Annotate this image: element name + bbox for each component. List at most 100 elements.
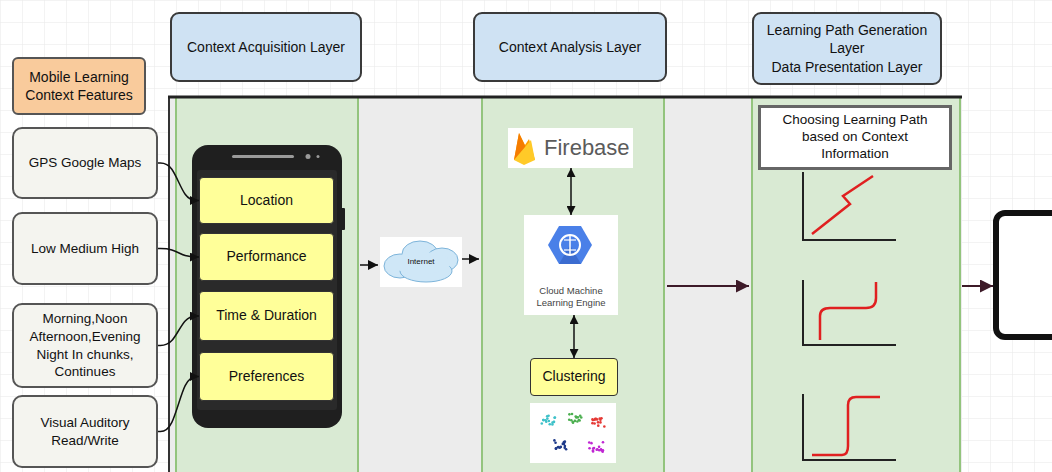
- ml-engine-card: [524, 215, 618, 315]
- ml-engine-icon: [548, 226, 592, 264]
- cluster-dot: [542, 419, 545, 422]
- context-slot: Location: [199, 177, 334, 224]
- cluster-dot: [593, 422, 596, 425]
- node-text: Low Medium High: [19, 240, 151, 258]
- context-feature-box: Visual Auditory Read/Write: [12, 395, 158, 468]
- cluster-dot: [595, 418, 598, 421]
- firebase-box: Firebase: [508, 128, 633, 168]
- node-text: Data Presentation Layer: [762, 58, 932, 76]
- cluster-dot: [597, 421, 600, 424]
- cluster-dot: [594, 418, 597, 421]
- cluster-dot: [597, 424, 600, 427]
- node-text: Cloud Machine Learning Engine: [527, 285, 615, 309]
- cluster-dot: [590, 442, 593, 445]
- firebase-flame: [514, 133, 535, 165]
- cluster-dot: [571, 421, 574, 424]
- node-text: Mobile Learning Context Features: [20, 68, 138, 104]
- phone-speaker: [232, 155, 294, 158]
- cluster-dot: [577, 416, 580, 419]
- cluster-dot: [588, 447, 591, 450]
- features-title-box: Mobile Learning Context Features: [12, 57, 146, 115]
- cluster-dot: [596, 418, 599, 421]
- ml-engine-box: Cloud Machine Learning Engine: [524, 215, 618, 315]
- cluster-dot: [554, 441, 557, 444]
- phone-body: [192, 145, 342, 428]
- phone-side-button: [341, 208, 345, 230]
- context-feature-box: Morning,Noon Afternoon,Evening Night In …: [12, 303, 158, 388]
- cluster-dot: [598, 446, 601, 449]
- path-choice-box: Choosing Learning Path based on Context …: [758, 105, 952, 170]
- cluster-dot: [568, 413, 571, 416]
- node-text: Visual Auditory Read/Write: [19, 414, 151, 449]
- drawing-part: [380, 237, 462, 287]
- node-text: Context Acquisition Layer: [180, 38, 352, 56]
- cluster-dot: [548, 423, 551, 426]
- cluster-dot: [578, 419, 581, 422]
- drawing-part: [803, 280, 896, 345]
- phone-to-internet-arrow: [360, 264, 378, 266]
- output-phone: [996, 213, 1052, 337]
- context-slot: Performance: [199, 233, 334, 281]
- drawing-part: [820, 282, 876, 340]
- connector: [570, 168, 572, 215]
- node-text: Preferences: [204, 368, 329, 386]
- cluster-dot: [572, 421, 575, 424]
- node-text: GPS Google Maps: [19, 154, 151, 172]
- path-graph: [803, 172, 896, 240]
- cluster-dot: [593, 447, 596, 450]
- node-text: Location: [204, 192, 329, 210]
- cluster-plot-card: [530, 403, 616, 463]
- context-slot: Time & Duration: [199, 291, 334, 341]
- layer-header: Context Analysis Layer: [473, 12, 667, 82]
- connector: [158, 163, 199, 201]
- internet-cloud: [380, 237, 462, 287]
- cluster-dot: [553, 417, 556, 420]
- drawing-part: [803, 394, 896, 460]
- node-text: Choosing Learning Path based on Context …: [767, 112, 943, 163]
- cluster-dot: [602, 449, 605, 452]
- cluster-dot: [564, 440, 567, 443]
- connector: [158, 316, 199, 346]
- node-text: Performance: [204, 248, 329, 266]
- node-text: Morning,Noon Afternoon,Evening Night In …: [19, 310, 151, 380]
- connector: [158, 377, 199, 432]
- cluster-dot: [591, 418, 594, 421]
- cluster-dot: [603, 425, 606, 428]
- node-text: Clustering: [535, 368, 613, 386]
- acquisition-panel: [176, 97, 358, 472]
- cluster-dot: [588, 441, 591, 444]
- clustering-box: Clustering: [530, 358, 618, 396]
- phone-sensor: [317, 155, 320, 158]
- drawing-part: [803, 172, 896, 240]
- path-graph: [803, 280, 896, 345]
- layer-header: Learning Path Generation LayerData Prese…: [752, 12, 942, 85]
- internet-cloud-label: Internet: [380, 237, 462, 287]
- context-slot: Preferences: [199, 352, 334, 401]
- context-feature-box: Low Medium High: [12, 212, 158, 285]
- cluster-dot: [595, 448, 598, 451]
- frame-ground: [168, 97, 962, 472]
- phone-camera: [306, 154, 311, 159]
- node-text: Time & Duration: [204, 307, 329, 325]
- drawing-part: [514, 140, 535, 165]
- cluster-dot: [602, 441, 605, 444]
- cluster-dot: [592, 449, 595, 452]
- path-panel: [752, 97, 960, 472]
- cluster-dot: [592, 450, 595, 453]
- cluster-dot: [542, 419, 545, 422]
- cluster-dot: [600, 417, 603, 420]
- cluster-dot: [576, 420, 579, 423]
- drawing-part: [564, 239, 576, 240]
- node-text: Internet: [388, 258, 454, 267]
- cluster-dot: [571, 413, 574, 416]
- drawing-part: [812, 397, 880, 455]
- cluster-dot: [565, 448, 568, 451]
- cluster-dot: [548, 420, 551, 423]
- connector: [573, 315, 575, 358]
- cluster-dot: [599, 421, 602, 424]
- cluster-dot: [598, 449, 601, 452]
- cluster-dot: [546, 415, 549, 418]
- cluster-dot: [592, 419, 595, 422]
